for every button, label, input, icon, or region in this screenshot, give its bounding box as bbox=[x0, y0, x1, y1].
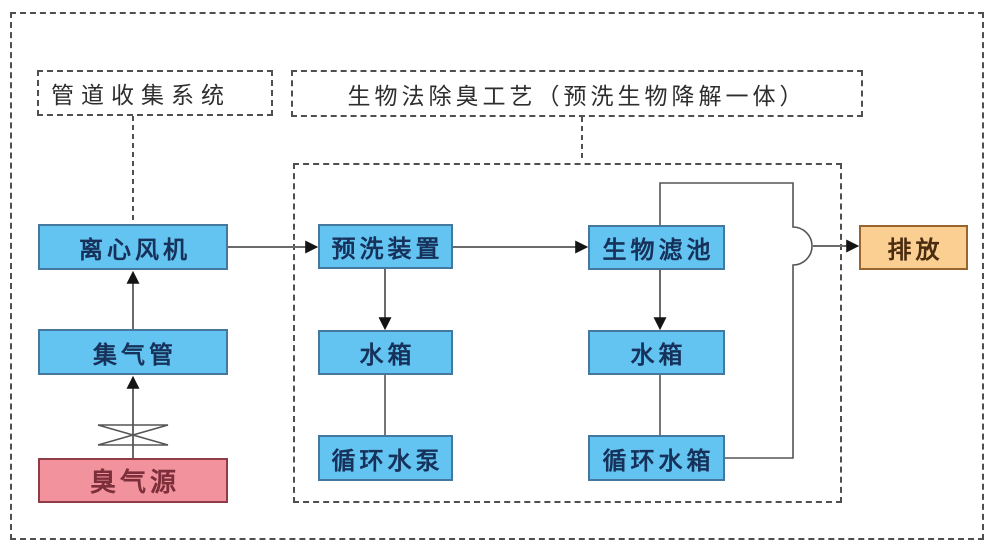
node-discharge: 排放 bbox=[859, 225, 968, 270]
line-recirculation-loop bbox=[659, 182, 813, 459]
node-gas-collection-pipe: 集气管 bbox=[38, 329, 228, 375]
process-dashed-border bbox=[293, 163, 842, 503]
group-label-pipe-collection: 管道收集系统 bbox=[37, 70, 273, 116]
node-circulating-water-tank: 循环水箱 bbox=[588, 435, 725, 481]
node-circulating-pump: 循环水泵 bbox=[318, 435, 453, 481]
node-biofilter: 生物滤池 bbox=[588, 225, 725, 270]
node-odor-source: 臭气源 bbox=[38, 458, 228, 503]
node-prewash-unit: 预洗装置 bbox=[318, 224, 453, 269]
valve-icon bbox=[97, 424, 169, 446]
outer-dashed-border bbox=[10, 12, 984, 540]
node-prewash-water-tank: 水箱 bbox=[318, 330, 453, 375]
node-centrifugal-fan: 离心风机 bbox=[38, 224, 228, 270]
group-label-bio-process: 生物法除臭工艺（预洗生物降解一体） bbox=[291, 70, 863, 117]
node-biofilter-water-tank: 水箱 bbox=[588, 330, 725, 375]
